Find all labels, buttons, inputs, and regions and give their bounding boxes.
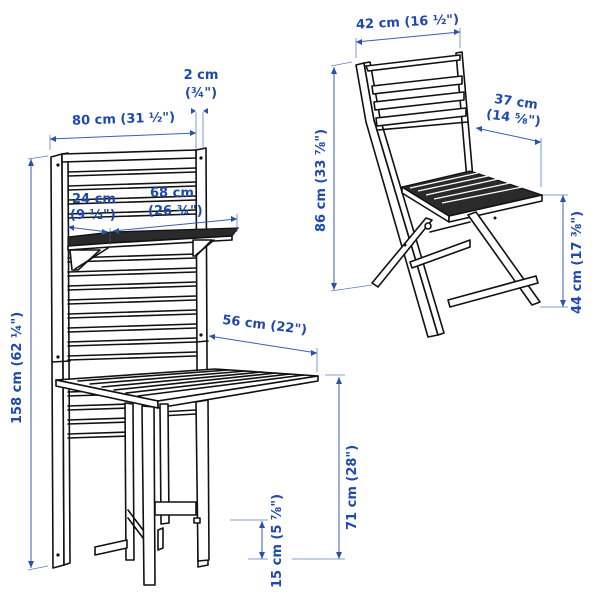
- panel-width-dimension-line: [49, 108, 208, 150]
- panel-thickness-metric-label: 2 cm: [183, 68, 219, 83]
- wall-panel-drawing: [50, 147, 319, 586]
- table-height-dimension-line: [292, 374, 345, 560]
- shelf-depth-metric-label: 24 cm: [72, 192, 116, 207]
- shelf-depth-imperial-label: (9 ½"): [70, 208, 116, 223]
- chair-height-dimension-line: [330, 61, 373, 292]
- folding-chair-drawing: [355, 51, 545, 338]
- chair-seat-height-dimension-line: [540, 194, 568, 308]
- floor-clearance-dimension-line: [230, 519, 268, 560]
- shelf-dimension-lines: [67, 214, 238, 245]
- chair-depth-dimension-line: [475, 126, 542, 187]
- panel-height-dimension-line: [27, 155, 49, 571]
- table-height-label: 71 cm (28"): [345, 444, 360, 530]
- table-depth-dimension-line: [208, 334, 318, 372]
- shelf-width-metric-label: 68 cm: [150, 186, 194, 201]
- shelf-width-imperial-label: (26 ¾"): [148, 204, 203, 219]
- chair-height-label: 86 cm (33 ⅞"): [314, 128, 329, 232]
- drop-leaf-table-drawing: [55, 368, 319, 586]
- panel-height-label: 158 cm (62 ¼"): [10, 311, 25, 424]
- floor-clearance-label: 15 cm (5 ⅞"): [270, 493, 285, 588]
- chair-width-dimension-line: [355, 28, 461, 58]
- chair-seat-height-label: 44 cm (17 ⅜"): [570, 210, 585, 314]
- panel-thickness-imperial-label: (¾"): [184, 86, 218, 101]
